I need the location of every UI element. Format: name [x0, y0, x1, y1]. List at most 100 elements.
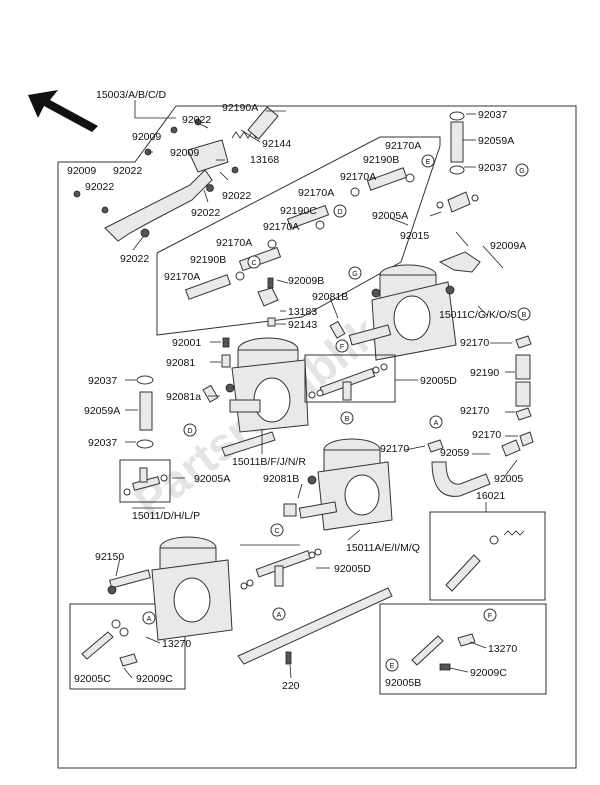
svg-text:A: A: [147, 616, 152, 623]
callout-13270-right: 13270: [488, 643, 517, 655]
tube-92059a-top: [436, 111, 479, 213]
callout-92170-mid: 92170: [380, 443, 409, 455]
callout-92009-left: 92009: [67, 165, 96, 177]
callout-92037-mid2: 92037: [88, 437, 117, 449]
tag-a-lower: A: [272, 607, 286, 621]
callout-92059: 92059: [440, 447, 469, 459]
callout-92190: 92190: [470, 367, 499, 379]
letter-tags: E G D C G F B D B A C A A E F: [142, 154, 531, 672]
callout-92009c-right: 92009C: [470, 667, 507, 679]
throttle-sensor-box: [429, 511, 546, 601]
callout-92005d-1: 92005D: [420, 375, 457, 387]
svg-text:A: A: [434, 420, 439, 427]
tag-c-top: C: [247, 255, 261, 269]
fuel-fitting-92005a-left: [119, 459, 171, 503]
hose-group-outline: [156, 136, 441, 336]
tag-b-right: B: [517, 307, 531, 321]
tag-b-mid: B: [340, 411, 354, 425]
svg-text:F: F: [340, 344, 344, 351]
callout-92005a-top: 92005A: [372, 210, 408, 222]
svg-text:D: D: [337, 209, 342, 216]
callout-92170a-3: 92170A: [298, 187, 334, 199]
tag-e-top: E: [421, 154, 435, 168]
callout-92170a-5: 92170A: [216, 237, 252, 249]
carburetor-lower-left: [107, 536, 233, 641]
callout-92022-b: 92022: [113, 165, 142, 177]
callout-92009-a: 92009: [132, 131, 161, 143]
callout-92005c: 92005C: [74, 673, 111, 685]
pipe-92059a-middle: [136, 375, 154, 449]
svg-text:E: E: [426, 159, 431, 166]
front-arrow-icon: [28, 90, 98, 132]
carburetor-upper-right: [348, 251, 481, 361]
callout-92009a: 92009A: [490, 240, 526, 252]
tag-f-mid: F: [335, 339, 349, 353]
tag-g-top: G: [515, 163, 529, 177]
callout-92170-r2: 92170: [460, 405, 489, 417]
callout-92001: 92001: [172, 337, 201, 349]
callout-92190c: 92190C: [280, 205, 317, 217]
part-callouts: 15003/A/B/C/D 92190A 92144 92037 92059A …: [67, 89, 526, 692]
callout-15011d: 15011/D/H/L/P: [132, 510, 200, 522]
callout-92143: 92143: [288, 319, 317, 331]
callout-92170-r3: 92170: [472, 429, 501, 441]
callout-92022-d: 92022: [191, 207, 220, 219]
callout-92081b-1: 92081B: [312, 291, 348, 303]
callout-92081a: 92081a: [166, 391, 201, 403]
callout-13270-left: 13270: [162, 638, 191, 650]
tag-d-top: D: [333, 204, 347, 218]
elbow-hose-92059: [427, 439, 521, 497]
callout-92005b: 92005B: [385, 677, 421, 689]
callout-92144: 92144: [262, 138, 291, 150]
svg-text:D: D: [187, 428, 192, 435]
callout-92022-left: 92022: [85, 181, 114, 193]
callout-92022-c: 92022: [222, 190, 251, 202]
callout-13168: 13168: [250, 154, 279, 166]
carburetor-center: [283, 438, 393, 531]
callout-92037-top2: 92037: [478, 162, 507, 174]
callout-92059a-top: 92059A: [478, 135, 514, 147]
fittings-left-box: [81, 619, 138, 667]
svg-text:C: C: [251, 260, 256, 267]
callout-15011b: 15011B/F/J/N/R: [232, 456, 306, 468]
callout-92009b: 92009B: [288, 275, 324, 287]
spring-92144: [231, 131, 261, 139]
throttle-sensor-16021: [445, 530, 525, 592]
callout-92190a: 92190A: [222, 102, 258, 114]
svg-text:A: A: [277, 612, 282, 619]
callout-92190b-2: 92190B: [190, 254, 226, 266]
tag-a-left-box: A: [142, 611, 156, 625]
svg-text:C: C: [274, 528, 279, 535]
jet-parts-upper: [202, 277, 346, 403]
svg-text:G: G: [352, 271, 357, 278]
leader-lines: [115, 100, 518, 679]
callout-92022-a: 92022: [182, 114, 211, 126]
svg-text:G: G: [519, 168, 524, 175]
callout-92081b-2: 92081B: [263, 473, 299, 485]
callout-92081: 92081: [166, 357, 195, 369]
tag-d-mid: D: [183, 423, 197, 437]
tube-92190a: [247, 106, 279, 140]
callout-92170a-2: 92170A: [340, 171, 376, 183]
tag-f-right-box: F: [483, 608, 497, 622]
main-frame-outline: [57, 105, 577, 769]
callout-15003: 15003/A/B/C/D: [96, 89, 166, 101]
callout-92005: 92005: [494, 473, 523, 485]
mounting-rail-220: [237, 587, 393, 665]
svg-text:B: B: [522, 312, 527, 319]
callout-92037-top: 92037: [478, 109, 507, 121]
callout-220: 220: [282, 680, 300, 692]
tag-g-mid: G: [348, 266, 362, 280]
callout-92150: 92150: [95, 551, 124, 563]
callout-92170-r1: 92170: [460, 337, 489, 349]
svg-text:B: B: [345, 416, 350, 423]
callout-92170a-1: 92170A: [385, 140, 421, 152]
fuel-fitting-92005d-lower: [240, 544, 322, 590]
callout-15011c: 15011C/G/K/O/S: [439, 309, 517, 321]
callout-92009c-left: 92009C: [136, 673, 173, 685]
callout-92170a-4: 92170A: [263, 221, 299, 233]
tag-a-right: A: [429, 415, 443, 429]
svg-text:E: E: [390, 663, 395, 670]
callout-92022-bottom: 92022: [120, 253, 149, 265]
